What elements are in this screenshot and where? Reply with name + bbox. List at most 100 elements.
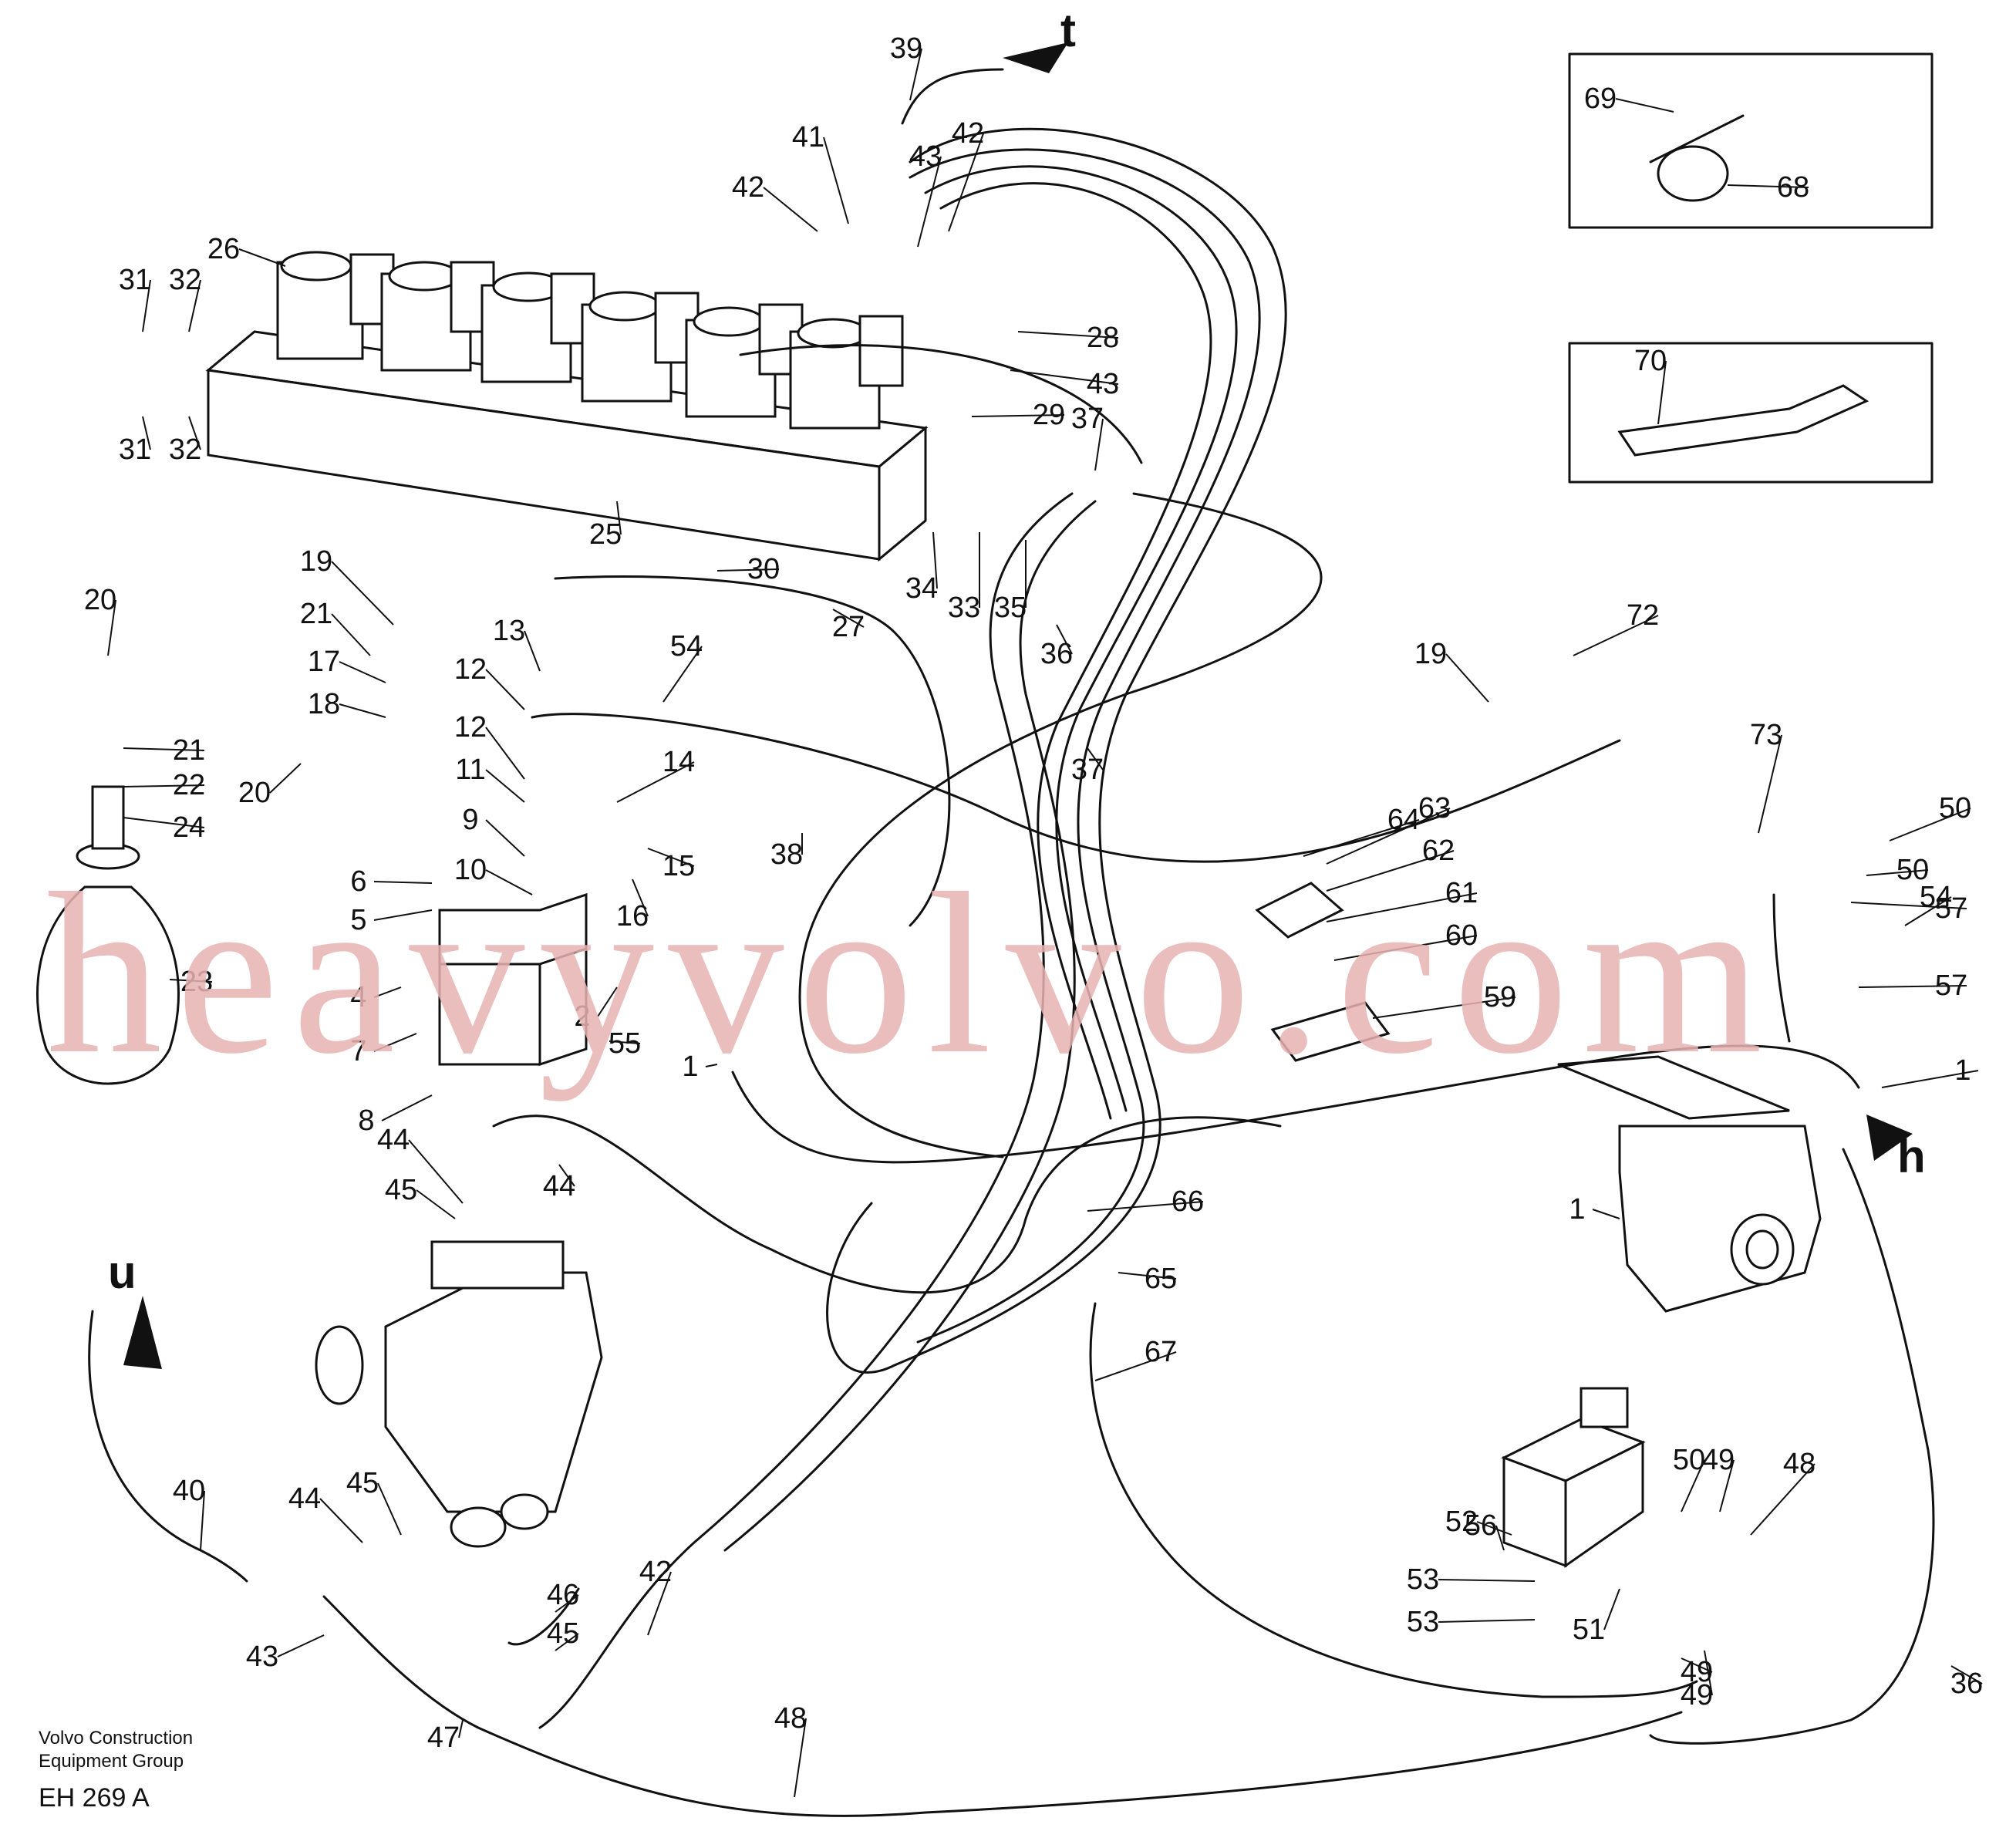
leader-line xyxy=(1850,902,1967,909)
leader-line xyxy=(458,1719,464,1738)
leader-line xyxy=(485,727,525,780)
leader-line xyxy=(1438,1579,1536,1582)
leader-line xyxy=(1750,1463,1816,1536)
leader-line xyxy=(647,848,695,867)
part-label: 41 xyxy=(792,121,824,153)
part-label: 60 xyxy=(1445,919,1478,952)
part-label: 11 xyxy=(455,754,485,786)
leader-line xyxy=(1657,360,1667,425)
leader-line xyxy=(485,669,525,710)
part-label: 44 xyxy=(543,1170,575,1202)
part-label: 57 xyxy=(1935,970,1967,1002)
leader-line xyxy=(123,784,205,787)
part-label: 31 xyxy=(119,433,151,466)
leader-line xyxy=(524,630,541,672)
leader-line xyxy=(1495,1525,1505,1551)
part-label: 50 xyxy=(1673,1444,1705,1476)
part-label: 43 xyxy=(909,140,942,173)
leader-line xyxy=(1603,1588,1620,1630)
part-label: 15 xyxy=(662,850,695,882)
part-label: 34 xyxy=(905,572,938,605)
leader-line xyxy=(971,414,1065,417)
part-label: 5 xyxy=(350,904,366,936)
leader-line xyxy=(1592,1209,1620,1219)
hose-clamp-detail xyxy=(1568,52,1934,229)
leader-line xyxy=(1904,896,1952,926)
leader-line xyxy=(647,1571,672,1636)
foot-pedal-valve xyxy=(1557,1055,1822,1313)
credit-line-2: Equipment Group xyxy=(39,1751,184,1772)
control-valve xyxy=(315,1240,603,1548)
part-label: 54 xyxy=(670,630,703,663)
part-label: 43 xyxy=(246,1641,278,1673)
part-label: 19 xyxy=(300,545,332,578)
part-label: 31 xyxy=(119,264,151,296)
leader-line xyxy=(1094,418,1104,471)
part-label: 69 xyxy=(1584,83,1617,115)
part-label: 20 xyxy=(84,584,116,616)
leader-line xyxy=(909,48,922,101)
credit-line-1: Volvo Construction xyxy=(39,1728,194,1749)
leader-line xyxy=(373,986,402,998)
part-label: 33 xyxy=(948,592,980,624)
leader-line xyxy=(823,137,849,224)
part-label: 64 xyxy=(1387,804,1420,836)
part-label: 45 xyxy=(346,1467,379,1499)
leader-line xyxy=(269,763,302,794)
part-label: 16 xyxy=(616,900,649,932)
leader-line xyxy=(373,909,433,921)
part-label: 35 xyxy=(994,592,1027,624)
leader-line xyxy=(932,531,938,589)
part-label: 1 xyxy=(1954,1054,1971,1087)
leader-line xyxy=(381,1094,433,1121)
part-label: 62 xyxy=(1422,835,1455,867)
part-label: 10 xyxy=(454,854,487,886)
part-label: 19 xyxy=(1414,638,1447,670)
part-label: 42 xyxy=(639,1556,672,1588)
leader-line xyxy=(609,1040,641,1044)
part-label: 72 xyxy=(1627,599,1659,632)
leader-line xyxy=(1727,184,1809,188)
part-label: 4 xyxy=(350,981,366,1013)
part-label: 30 xyxy=(747,553,780,585)
part-label: 28 xyxy=(1087,322,1119,354)
part-label: 55 xyxy=(609,1027,641,1060)
part-label: 7 xyxy=(350,1035,366,1067)
leader-line xyxy=(1326,892,1478,922)
leader-line xyxy=(373,1033,417,1052)
part-label: 45 xyxy=(385,1174,417,1206)
part-label: 14 xyxy=(662,746,695,778)
part-label: 48 xyxy=(774,1702,807,1735)
leader-line xyxy=(416,1189,456,1219)
leader-line xyxy=(331,561,394,626)
leader-line xyxy=(188,279,201,332)
part-label: 21 xyxy=(173,734,205,767)
leader-line xyxy=(1704,1650,1713,1696)
part-label: 21 xyxy=(300,598,332,630)
part-label: 37 xyxy=(1071,403,1104,435)
leader-line xyxy=(1087,747,1104,771)
marker-t: t xyxy=(1060,5,1076,56)
part-label: 2 xyxy=(574,1000,590,1033)
leader-line xyxy=(616,761,695,803)
part-label: 56 xyxy=(1465,1509,1497,1542)
leader-line xyxy=(1303,819,1420,857)
part-label: 20 xyxy=(238,777,271,809)
leader-line xyxy=(763,187,818,232)
part-label: 53 xyxy=(1407,1563,1439,1596)
part-label: 22 xyxy=(173,769,205,801)
leader-line xyxy=(1118,1272,1177,1280)
leader-line xyxy=(1866,869,1929,876)
accumulator xyxy=(36,785,180,1085)
part-label: 1 xyxy=(1569,1193,1585,1226)
leader-line xyxy=(662,646,703,703)
leader-line xyxy=(408,1139,464,1204)
part-label: 39 xyxy=(890,32,922,65)
leader-line xyxy=(238,248,286,267)
part-label: 18 xyxy=(308,688,340,720)
part-label: 27 xyxy=(832,611,865,643)
leader-line xyxy=(1719,1459,1735,1512)
part-label: 32 xyxy=(169,433,201,466)
part-label: 25 xyxy=(589,518,622,551)
